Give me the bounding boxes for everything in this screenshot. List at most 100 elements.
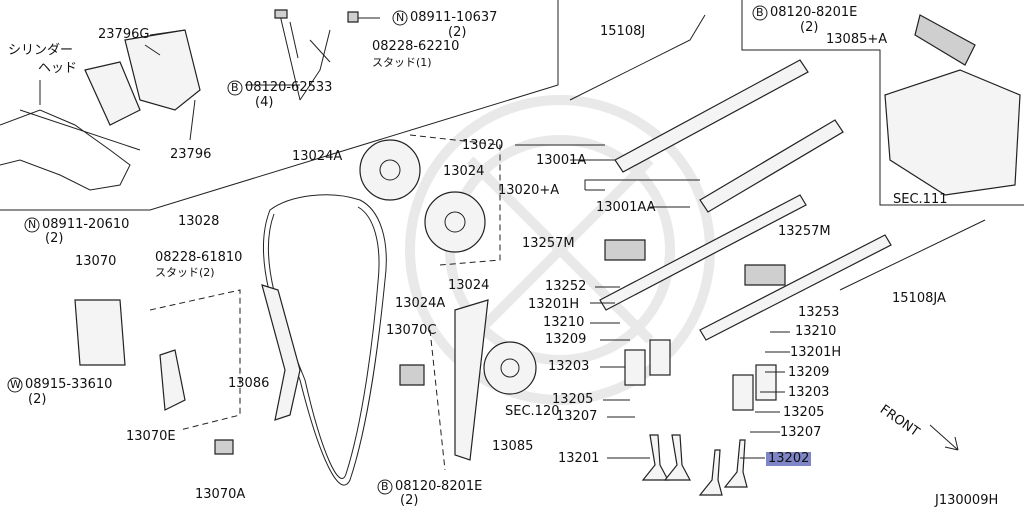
label-13201h-right: 13201H bbox=[790, 345, 842, 360]
leaders-valvetrain-left bbox=[590, 286, 650, 459]
section-frame-right bbox=[741, 0, 1024, 206]
chain-guide-13085 bbox=[454, 299, 489, 461]
stud-leaders bbox=[245, 21, 331, 86]
circle-n-icon bbox=[392, 10, 408, 26]
dashed-guide-line bbox=[429, 329, 446, 471]
label-08120-8201e-low-qty: (2) bbox=[400, 493, 419, 508]
label-13085: 13085 bbox=[492, 439, 534, 454]
bracket-23796 bbox=[124, 29, 201, 111]
label-08120-62533-qty: (4) bbox=[255, 95, 274, 110]
label-08120-62533: 08120-62533 bbox=[245, 80, 333, 95]
leader-bolts-top bbox=[279, 14, 380, 101]
front-arrow-icon bbox=[929, 424, 959, 451]
label-13028: 13028 bbox=[178, 214, 220, 229]
label-13210-right: 13210 bbox=[795, 324, 837, 339]
rocker-shaft-13253 bbox=[699, 234, 892, 341]
label-13020: 13020 bbox=[462, 138, 504, 153]
label-08228-62210: 08228-62210 bbox=[372, 39, 460, 54]
dashed-sprocket-box bbox=[409, 134, 501, 266]
prefix-n-label: N bbox=[28, 218, 37, 231]
label-13209-left: 13209 bbox=[545, 332, 587, 347]
tensioner-13070 bbox=[74, 299, 126, 366]
label-cylinder-head-1: シリンダー bbox=[8, 43, 74, 58]
gasket-13070e bbox=[159, 349, 186, 411]
label-08915-33610-qty: (2) bbox=[28, 392, 47, 407]
label-08120-8201e-top: 08120-8201E bbox=[770, 5, 858, 20]
label-13203-right: 13203 bbox=[788, 385, 830, 400]
circle-b-icon bbox=[377, 479, 393, 495]
label-13001a: 13001A bbox=[536, 153, 587, 168]
crank-sprocket bbox=[483, 341, 537, 395]
label-13257m-left: 13257M bbox=[522, 236, 575, 251]
label-13201h-left: 13201H bbox=[528, 297, 580, 312]
label-08120-8201e-top-qty: (2) bbox=[800, 20, 819, 35]
label-13253: 13253 bbox=[798, 305, 840, 320]
plug-13070a bbox=[214, 439, 234, 455]
label-13070c: 13070C bbox=[386, 323, 437, 338]
label-cylinder-head-2: ヘッド bbox=[38, 61, 78, 76]
oil-tube-15108ja bbox=[839, 219, 986, 291]
label-13024a-low: 13024A bbox=[395, 296, 446, 311]
label-13201: 13201 bbox=[558, 451, 600, 466]
section-frame-left bbox=[0, 0, 559, 211]
label-13202-highlighted[interactable]: 13202 bbox=[766, 451, 812, 466]
label-15108j: 15108J bbox=[600, 24, 646, 39]
label-13203-left: 13203 bbox=[548, 359, 590, 374]
bracket-23796g bbox=[84, 61, 141, 126]
label-13070: 13070 bbox=[75, 254, 117, 269]
label-13070e: 13070E bbox=[126, 429, 176, 444]
label-23796g: 23796G bbox=[98, 27, 150, 42]
label-08228-62210-sub: スタッド(1) bbox=[372, 56, 432, 69]
rocker-shaft-13252 bbox=[599, 194, 807, 311]
prefix-n-label: N bbox=[396, 11, 405, 24]
leaders-valvetrain-right bbox=[740, 331, 790, 459]
label-08228-61810-sub: スタッド(2) bbox=[155, 266, 215, 279]
oil-tube-15108j bbox=[569, 14, 706, 101]
label-13020a: 13020+A bbox=[498, 183, 560, 198]
label-13024-top: 13024 bbox=[443, 164, 485, 179]
label-13207-left: 13207 bbox=[556, 409, 598, 424]
label-08911-10637-qty: (2) bbox=[448, 25, 467, 40]
circle-n-icon bbox=[24, 217, 40, 233]
label-13085a: 13085+A bbox=[826, 32, 888, 47]
label-sec111: SEC.111 bbox=[893, 192, 948, 207]
bolt-heads-top bbox=[274, 9, 359, 23]
cam-sprocket-upper bbox=[359, 139, 421, 201]
cylinder-head-outline bbox=[0, 109, 131, 191]
camshaft-13020a bbox=[699, 119, 844, 213]
cam-sprocket-lower bbox=[424, 191, 486, 253]
label-08228-61810: 08228-61810 bbox=[155, 250, 243, 265]
label-13024a-top: 13024A bbox=[292, 149, 343, 164]
rocker-arm-left bbox=[604, 239, 646, 261]
valve-springs bbox=[624, 339, 777, 411]
label-08911-10637: 08911-10637 bbox=[410, 10, 498, 25]
label-13209-right: 13209 bbox=[788, 365, 830, 380]
camshaft-13020 bbox=[614, 59, 809, 173]
label-13070a: 13070A bbox=[195, 487, 246, 502]
part-13070c bbox=[399, 364, 425, 386]
label-13205-right: 13205 bbox=[783, 405, 825, 420]
label-13001aa: 13001AA bbox=[596, 200, 656, 215]
label-13257m-right: 13257M bbox=[778, 224, 831, 239]
label-13086: 13086 bbox=[228, 376, 270, 391]
diagram-code: J130009H bbox=[935, 493, 999, 508]
valves bbox=[641, 434, 748, 496]
prefix-b-label: B bbox=[231, 81, 239, 94]
label-sec120: SEC.120 bbox=[505, 404, 560, 419]
leader-23796 bbox=[144, 29, 196, 141]
prefix-b-label: B bbox=[381, 480, 389, 493]
leaders-camshaft bbox=[515, 144, 700, 208]
circle-w-icon bbox=[7, 377, 23, 393]
prefix-b-label: B bbox=[756, 6, 764, 19]
dashed-assembly-box bbox=[149, 289, 241, 431]
circle-b-icon bbox=[752, 5, 768, 21]
circle-b-icon bbox=[227, 80, 243, 96]
label-15108ja: 15108JA bbox=[892, 291, 946, 306]
label-13024-low: 13024 bbox=[448, 278, 490, 293]
rocker-arm-right bbox=[744, 264, 786, 286]
label-13210-left: 13210 bbox=[543, 315, 585, 330]
label-23796: 23796 bbox=[170, 147, 212, 162]
label-13205-left: 13205 bbox=[552, 392, 594, 407]
